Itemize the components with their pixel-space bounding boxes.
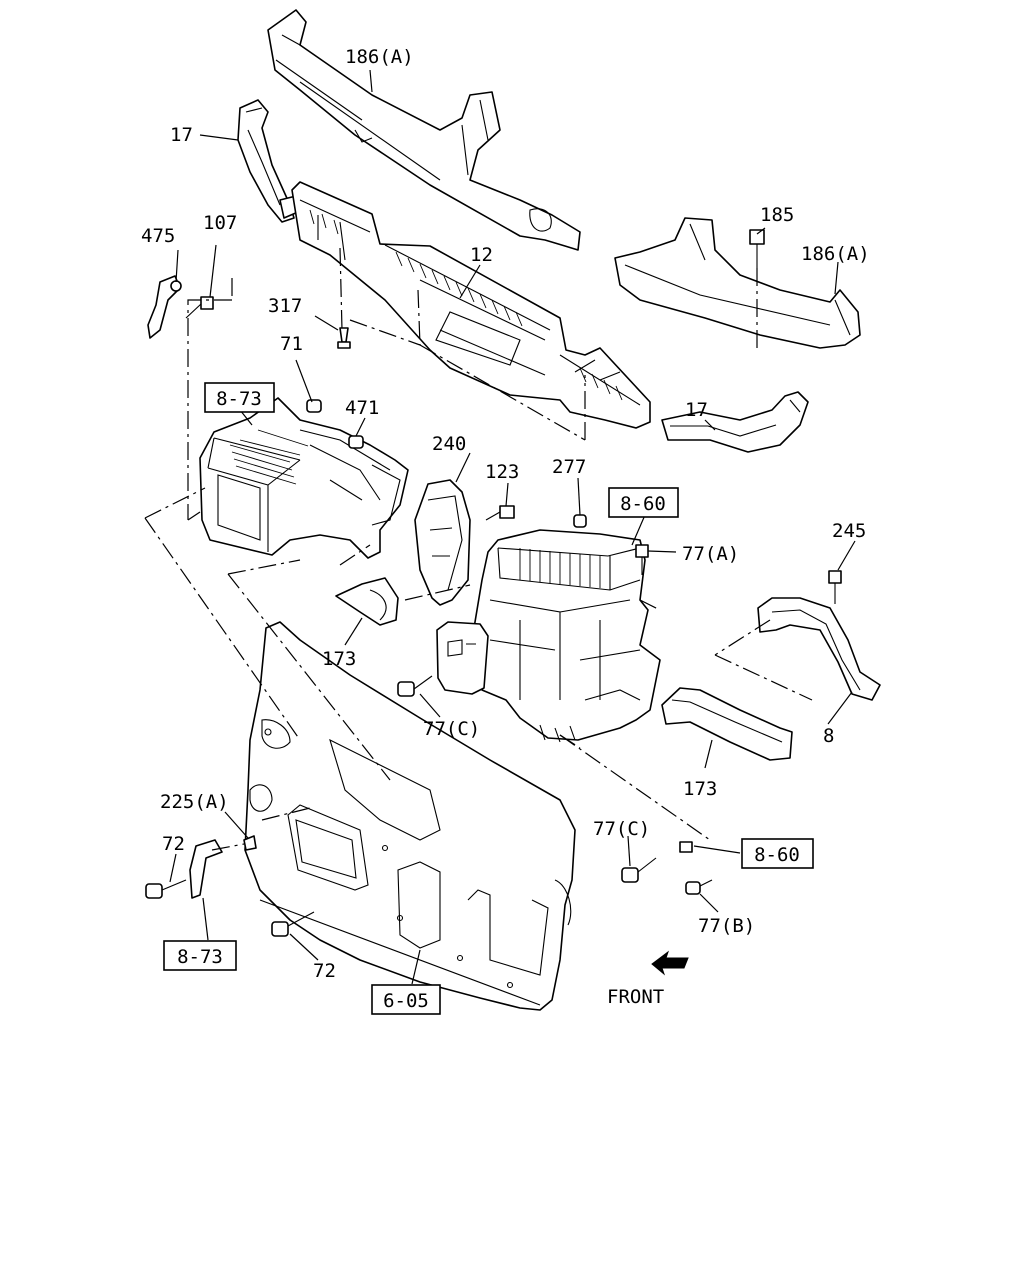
front-direction-arrow-icon (651, 950, 689, 976)
callout-185: 185 (760, 204, 794, 226)
fastener-185-bolt (749, 229, 765, 268)
callout-17-top: 17 (170, 124, 193, 146)
part-173-bottom-duct (661, 687, 793, 761)
ref-label-8-60-bottom: 8-60 (754, 844, 800, 866)
part-72-bracket (189, 839, 223, 899)
callout-123: 123 (485, 461, 519, 483)
callout-471: 471 (345, 397, 379, 419)
ref-box-8-60-bottom[interactable]: 8-60 (741, 838, 814, 869)
ref-label-8-73-bottom: 8-73 (177, 946, 223, 968)
callout-186a-top: 186(A) (345, 46, 414, 68)
ref-box-8-73-bottom[interactable]: 8-73 (163, 940, 237, 971)
callout-173-left: 173 (322, 648, 356, 670)
callout-245: 245 (832, 520, 866, 542)
callout-107: 107 (203, 212, 237, 234)
part-blower-case (199, 397, 409, 559)
fastener-71-nut (306, 399, 322, 413)
callout-77c-mid: 77(C) (423, 718, 480, 740)
ref-box-6-05[interactable]: 6-05 (371, 984, 441, 1015)
callout-77c-right: 77(C) (593, 818, 650, 840)
callout-labels: 186(A) 17 475 107 12 317 185 186(A) 71 4… (141, 46, 870, 1008)
callout-317: 317 (268, 295, 302, 317)
fastener-277-nut (573, 514, 587, 528)
part-17-left-duct (237, 99, 299, 223)
ref-label-8-73-top: 8-73 (216, 388, 262, 410)
callout-71: 71 (280, 333, 303, 355)
callout-173-bottom: 173 (683, 778, 717, 800)
fastener-77c-mid-bolt (397, 675, 433, 697)
callout-8: 8 (823, 725, 834, 747)
part-heater-unit (471, 529, 661, 743)
part-225a-clip (243, 835, 257, 851)
assembly-lines (144, 247, 813, 851)
callout-240: 240 (432, 433, 466, 455)
fastener-77a-bolt (635, 544, 649, 575)
callout-12: 12 (470, 244, 493, 266)
callout-77b: 77(B) (698, 915, 755, 937)
front-label: FRONT (607, 986, 664, 1008)
part-8-floor-duct (757, 597, 881, 701)
callout-77a: 77(A) (682, 543, 739, 565)
callout-277: 277 (552, 456, 586, 478)
fastener-245-bolt (828, 570, 842, 604)
fastener-317-clip (337, 327, 351, 349)
callout-186a-right: 186(A) (801, 243, 870, 265)
leader-lines (169, 69, 856, 985)
fastener-77c-right-bolt (621, 857, 657, 883)
fastener-475-nut (170, 280, 182, 292)
part-17-right-duct (661, 391, 809, 453)
callout-72-bottom: 72 (313, 960, 336, 982)
ref-label-8-60-top: 8-60 (620, 493, 666, 515)
fastener-123-screw (485, 505, 515, 521)
fastener-72-left-bolt (145, 879, 187, 899)
callout-225a: 225(A) (160, 791, 229, 813)
fastener-72-bottom-bolt (271, 911, 315, 937)
part-side-case-cover (436, 621, 489, 695)
callout-17-right: 17 (685, 399, 708, 421)
ref-box-8-73-top[interactable]: 8-73 (204, 382, 275, 413)
ref-box-8-60-top[interactable]: 8-60 (608, 487, 679, 518)
part-12-panel-bar (291, 181, 651, 429)
part-240-cover (414, 479, 471, 606)
part-173-left-duct (335, 577, 399, 626)
fastener-860-clip (679, 841, 693, 853)
callout-72-left: 72 (162, 833, 185, 855)
fastener-77b-bolt (685, 879, 713, 895)
fastener-107-bolt (185, 296, 214, 319)
part-186a-right-duct (614, 217, 861, 349)
ref-label-6-05: 6-05 (383, 990, 429, 1012)
part-186a-top-duct (267, 9, 581, 251)
callout-475: 475 (141, 225, 175, 247)
fastener-471-nut (348, 435, 364, 449)
part-dash-panel (244, 621, 576, 1011)
